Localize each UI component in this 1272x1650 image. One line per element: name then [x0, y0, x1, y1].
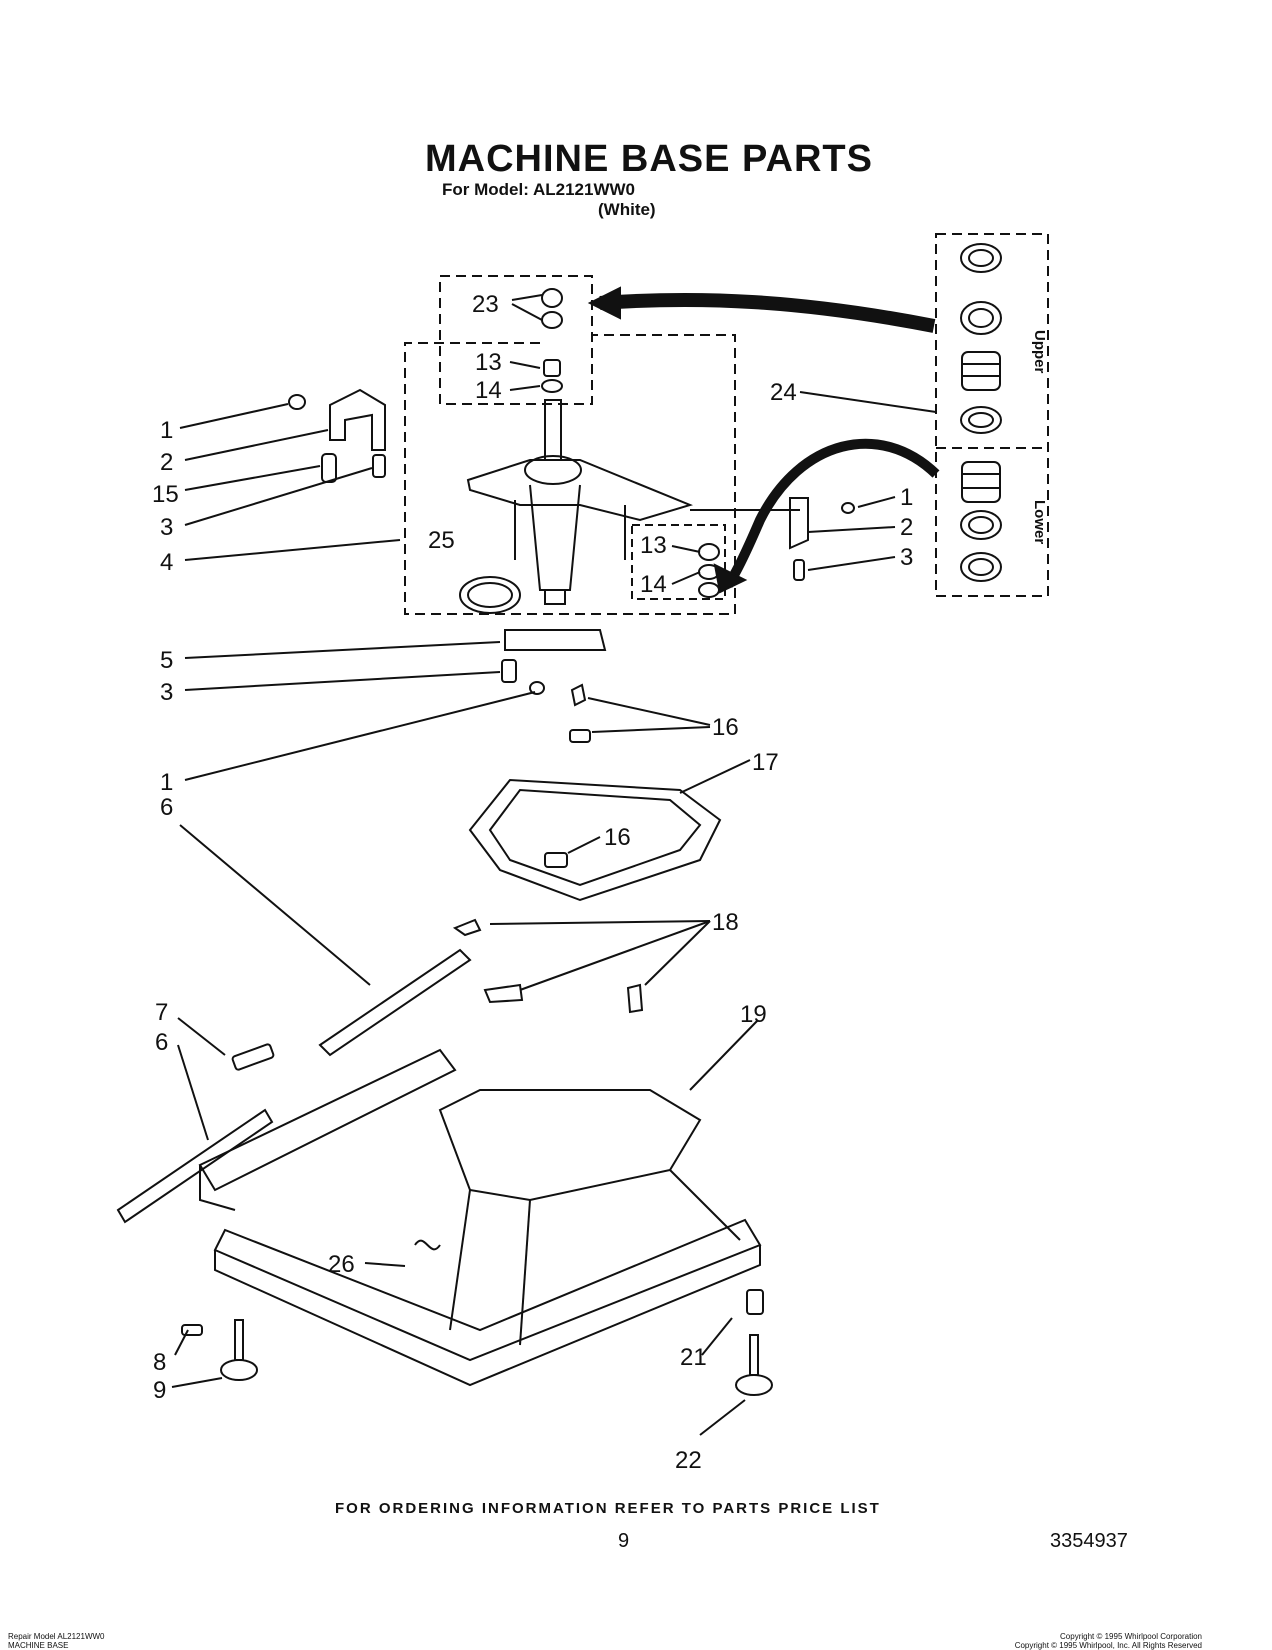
- callout-9: 9: [153, 1377, 166, 1404]
- upper-arrowhead: [587, 286, 621, 320]
- part-26: [414, 1239, 441, 1251]
- lower-label: Lower: [1031, 500, 1048, 544]
- top-nut-stack: [541, 288, 563, 393]
- callout-19: 19: [740, 1001, 767, 1028]
- callout-25: 25: [428, 527, 455, 554]
- transmission-assembly: [466, 399, 800, 605]
- bottom-left-note-2: MACHINE BASE: [8, 1641, 69, 1650]
- callout-22: 22: [675, 1447, 702, 1474]
- callout-3-right: 3: [900, 544, 913, 571]
- leader-lines: [171, 294, 937, 1436]
- callout-13: 13: [475, 349, 502, 376]
- callout-labels: 23 13 14 1 2 15 3 4 25 24 1 2 3 13 14 5 …: [152, 291, 913, 1474]
- callout-17: 17: [752, 749, 779, 776]
- callout-5: 5: [160, 647, 173, 674]
- upper-label: Upper: [1031, 330, 1048, 374]
- callout-1-mid: 1: [160, 769, 173, 796]
- leveling-feet: [181, 1289, 773, 1396]
- part-6-upper-rail: [318, 948, 472, 1057]
- bearing-inset-box: [935, 233, 1049, 597]
- transmission-dashed-box: [404, 334, 736, 615]
- part-7: [231, 1043, 275, 1071]
- callout-3: 3: [160, 514, 173, 541]
- callout-16-lower: 16: [604, 824, 631, 851]
- callout-1-right: 1: [900, 484, 913, 511]
- callout-1: 1: [160, 417, 173, 444]
- machine-base-frame: [198, 1048, 762, 1387]
- page-title: MACHINE BASE PARTS: [425, 138, 873, 180]
- bottom-left-note-1: Repair Model AL2121WW0: [8, 1632, 105, 1641]
- callout-4: 4: [160, 549, 173, 576]
- part-18-clips: [452, 918, 644, 1014]
- callout-13-right: 13: [640, 532, 667, 559]
- callout-21: 21: [680, 1344, 707, 1371]
- callout-15: 15: [152, 481, 179, 508]
- callout-24: 24: [770, 379, 797, 406]
- callout-2: 2: [160, 449, 173, 476]
- left-bracket-parts: [288, 388, 386, 483]
- top-dashed-group: [439, 275, 593, 405]
- callout-6-lower: 6: [155, 1029, 168, 1056]
- belt-part: [459, 576, 521, 614]
- lower-arrowhead: [713, 563, 748, 594]
- part-5-bracket: [501, 629, 607, 695]
- upper-big-arrow: [599, 292, 936, 333]
- ordering-note: FOR ORDERING INFORMATION REFER TO PARTS …: [335, 1500, 881, 1517]
- lower-bearing-parts: [960, 461, 1002, 582]
- copyright-line-1: Copyright © 1995 Whirlpool Corporation: [1060, 1632, 1202, 1641]
- callout-14: 14: [475, 377, 502, 404]
- callout-6: 6: [160, 794, 173, 821]
- page-number: 9: [618, 1530, 630, 1552]
- belt-inner: [467, 582, 513, 608]
- tub-support-parts: [468, 683, 722, 902]
- callout-26: 26: [328, 1251, 355, 1278]
- callout-2-right: 2: [900, 514, 913, 541]
- callout-8: 8: [153, 1349, 166, 1376]
- copyright-line-2: Copyright © 1995 Whirlpool, Inc. All Rig…: [1014, 1641, 1202, 1650]
- model-line: For Model: AL2121WW0: [442, 180, 635, 199]
- upper-bearing-parts: [960, 243, 1002, 434]
- right-dashed-group: [631, 524, 726, 600]
- lower-big-arrow: [723, 438, 940, 588]
- callout-16: 16: [712, 714, 739, 741]
- callout-14-right: 14: [640, 571, 667, 598]
- callout-7: 7: [155, 999, 168, 1026]
- right-bracket-parts: [789, 497, 855, 581]
- part-6-lower-rail: [116, 1108, 274, 1224]
- callout-3-mid: 3: [160, 679, 173, 706]
- color-line: (White): [598, 200, 656, 219]
- document-number: 3354937: [1050, 1530, 1128, 1552]
- callout-18: 18: [712, 909, 739, 936]
- callout-23: 23: [472, 291, 499, 318]
